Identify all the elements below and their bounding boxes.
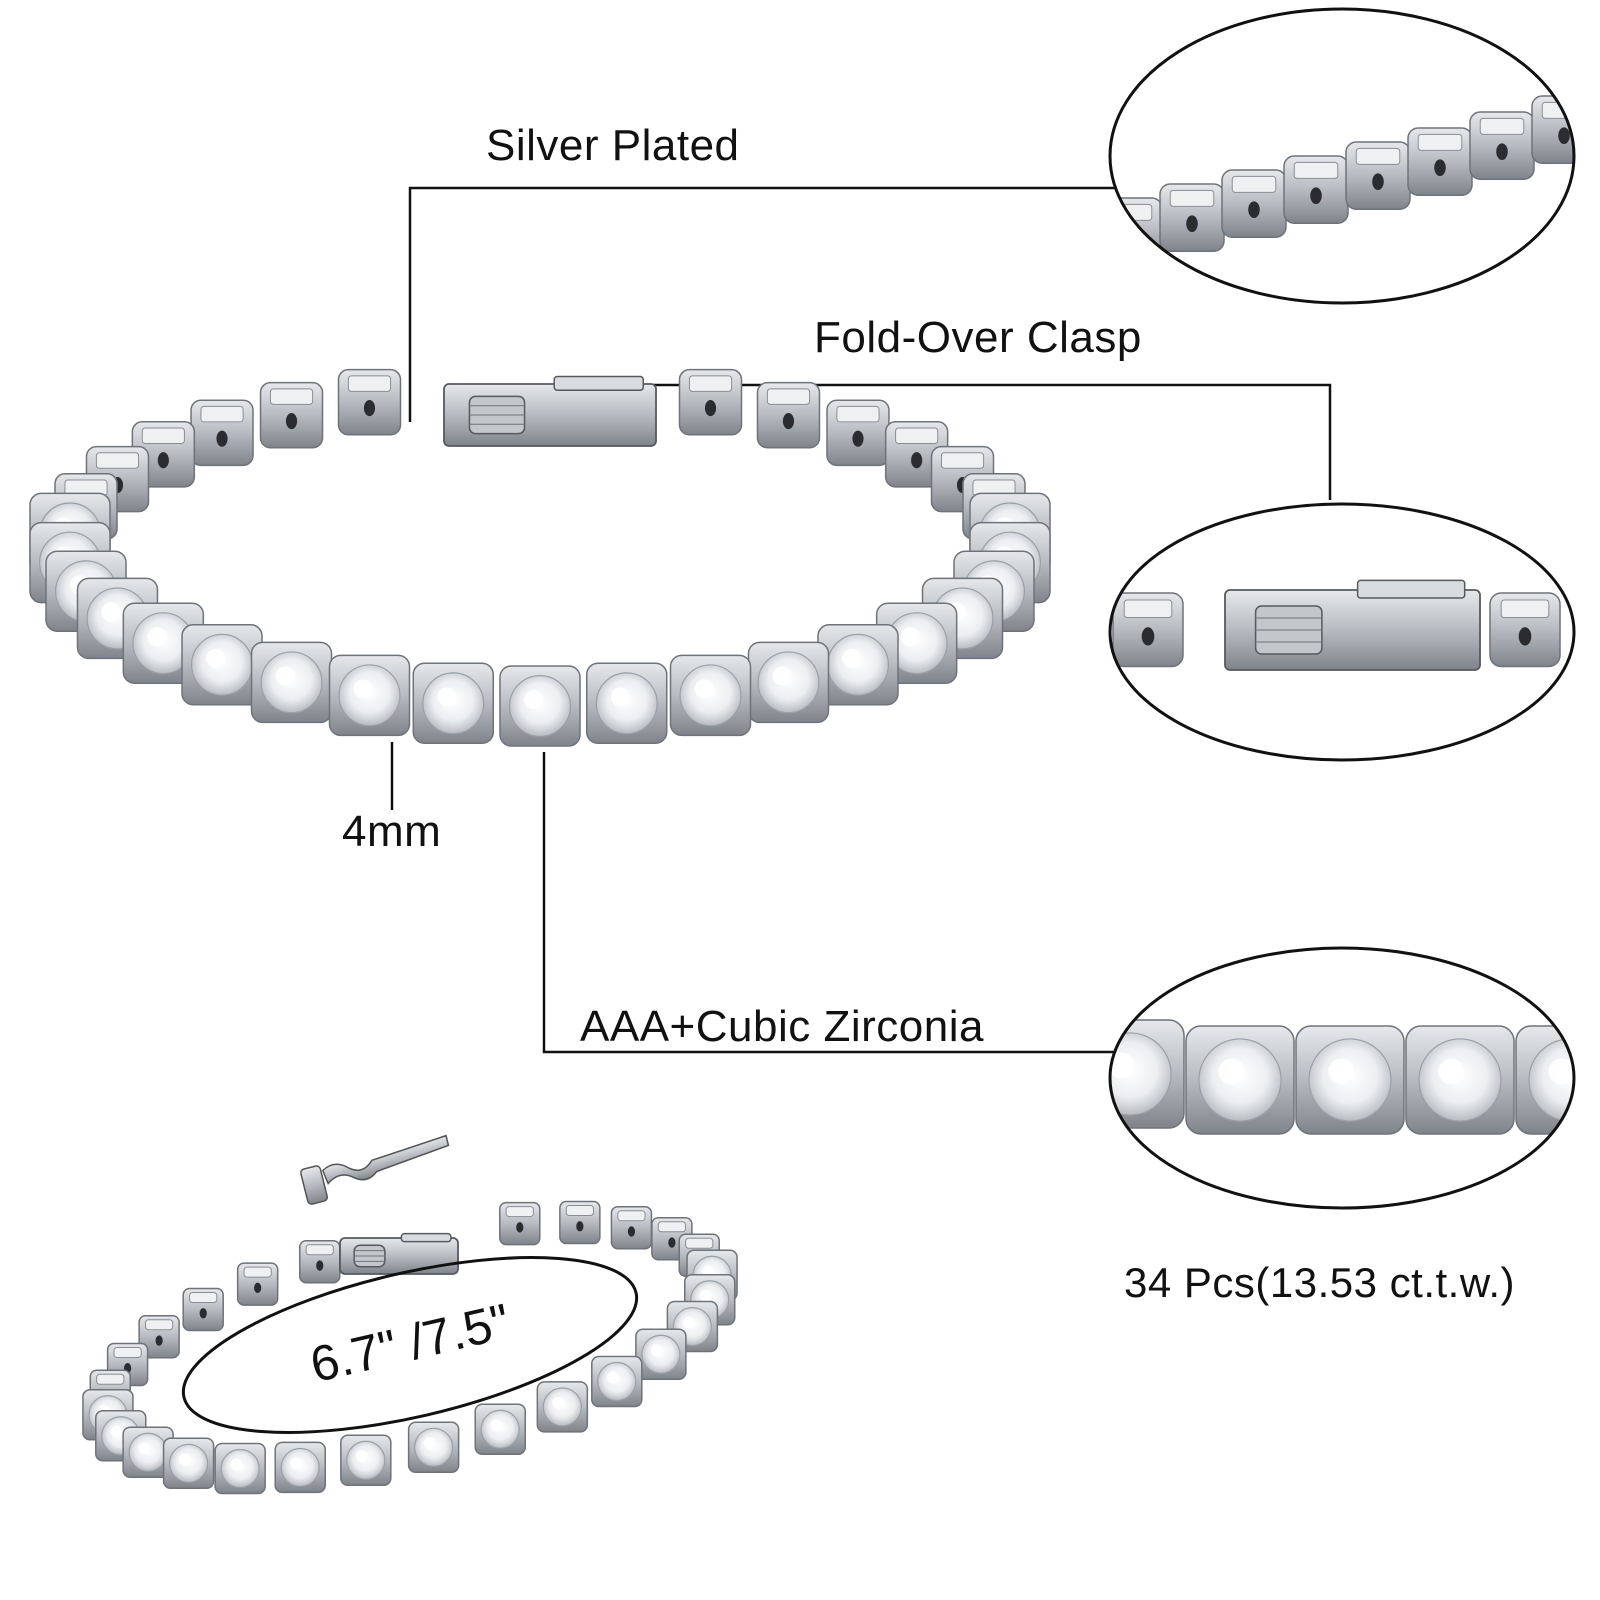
back-link [559, 1200, 601, 1245]
stone-link [817, 624, 899, 706]
stone-link [250, 641, 333, 724]
stone-link [274, 1441, 326, 1494]
length-ellipse [181, 1256, 639, 1434]
detached-clasp [300, 1134, 450, 1205]
clasp [339, 1232, 459, 1275]
back-link [1489, 592, 1561, 668]
back-link [259, 381, 324, 449]
back-link [1112, 592, 1184, 668]
back-link [1407, 127, 1473, 196]
silver-plated-label: Silver Plated [486, 121, 740, 170]
stone-link [1405, 1025, 1515, 1135]
stone-link [122, 1426, 174, 1478]
stone-link [669, 654, 752, 737]
back-link [1110, 197, 1163, 266]
stone-link [340, 1434, 392, 1487]
back-link [236, 1262, 279, 1306]
stone-link [162, 1437, 215, 1490]
back-link [190, 399, 254, 467]
back-link [610, 1205, 653, 1250]
back-link [1469, 111, 1535, 180]
back-link [1345, 141, 1411, 210]
back-link [756, 381, 821, 449]
back-link [1159, 183, 1225, 252]
back-link [138, 1314, 180, 1359]
clasp [1224, 579, 1481, 671]
stone-link [747, 641, 830, 724]
stone-type-label: AAA+Cubic Zirconia [580, 1002, 984, 1051]
silver-plated-leader [408, 186, 1122, 422]
width-label: 4mm [342, 807, 442, 856]
small-bracelet [82, 1200, 738, 1495]
stone-link [412, 662, 495, 745]
stone-link [591, 1355, 643, 1408]
stone-link [1295, 1025, 1405, 1135]
stone-link [474, 1403, 526, 1455]
back-link [678, 368, 743, 436]
back-link [1283, 155, 1349, 224]
back-link [299, 1240, 341, 1284]
stone-link [328, 654, 411, 737]
stone-link [1515, 1025, 1574, 1135]
stone-count-label: 34 Pcs(13.53 ct.t.w.) [1124, 1259, 1516, 1306]
fold-over-clasp-label: Fold-Over Clasp [814, 313, 1142, 362]
stone-link [635, 1328, 687, 1381]
back-link [499, 1201, 541, 1246]
back-link [337, 368, 402, 436]
back-link [1594, 80, 1600, 147]
back-link [1221, 169, 1287, 238]
stone-link [585, 662, 668, 745]
stone-link [499, 665, 581, 747]
zoom-clasp [1108, 502, 1576, 762]
stone-link [1185, 1025, 1295, 1135]
clasp [443, 375, 657, 447]
stone-link [181, 624, 263, 706]
back-link [826, 399, 890, 467]
stone-link [407, 1421, 460, 1474]
zirconia-leader [542, 752, 1130, 1054]
zoom-zirconia [1108, 946, 1576, 1210]
stone-link [1110, 1019, 1185, 1129]
stone-link [536, 1381, 589, 1433]
main-bracelet [29, 368, 1051, 747]
zoom-silver-links [1108, 7, 1600, 305]
back-link [1531, 95, 1574, 164]
stone-link [214, 1442, 266, 1495]
back-link [182, 1287, 224, 1332]
